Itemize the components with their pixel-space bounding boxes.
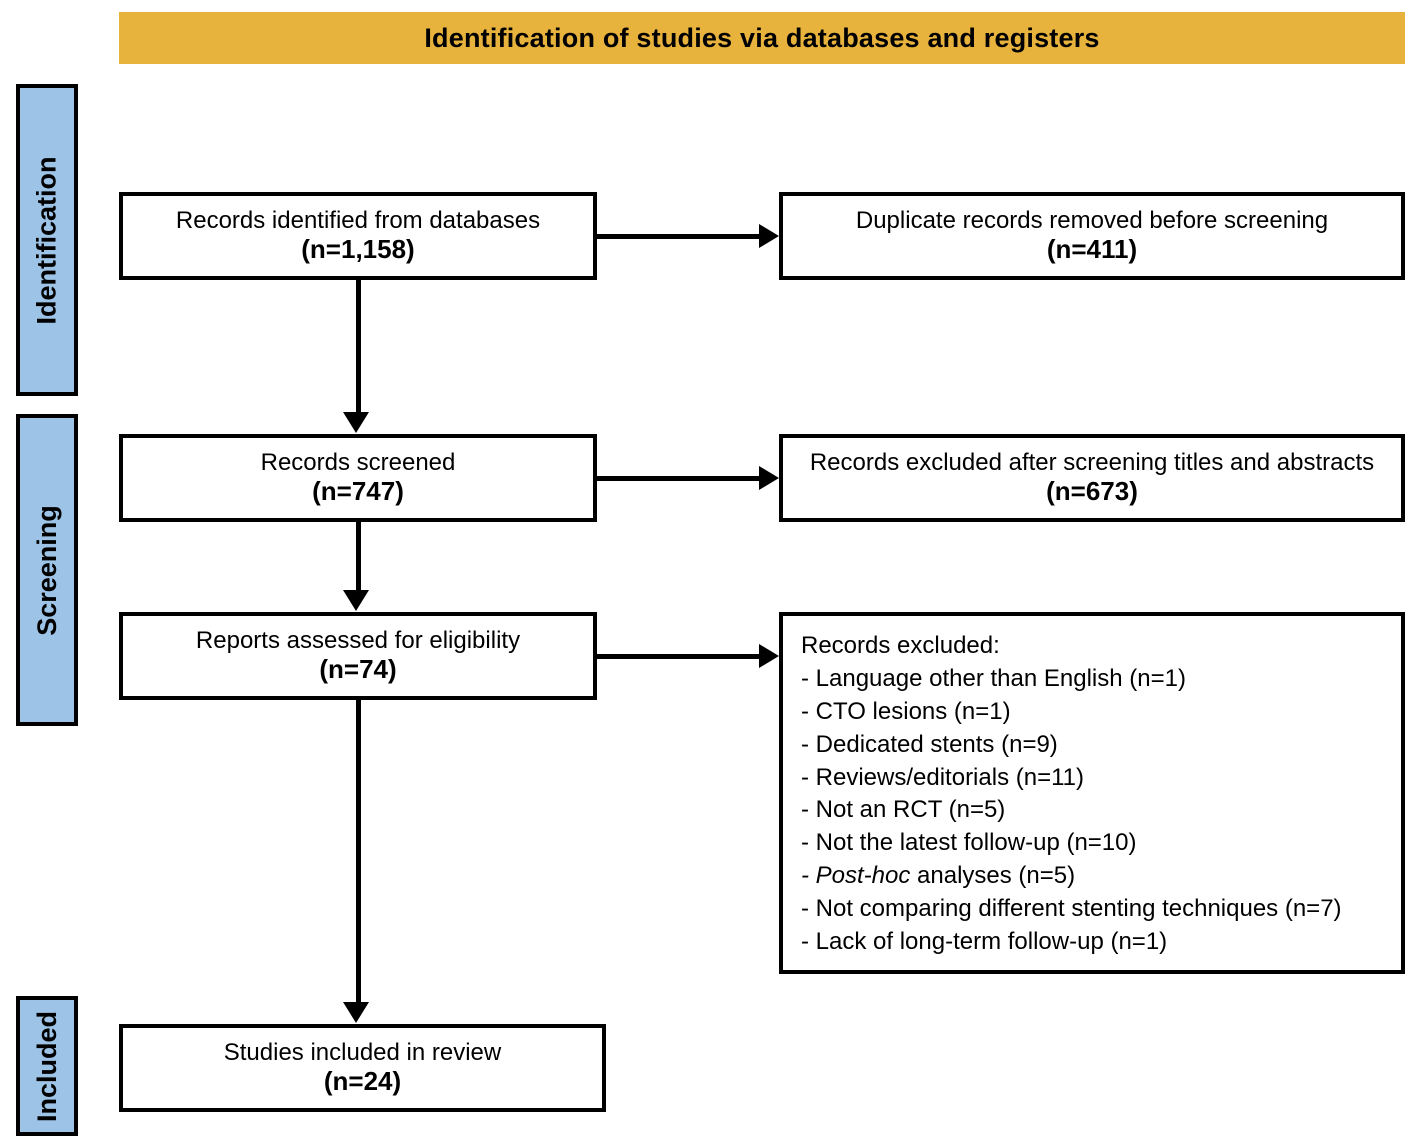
exclusion-reason-item: - Dedicated stents (n=9) bbox=[801, 729, 1058, 762]
flow-box-records-screened: Records screened (n=747) bbox=[119, 434, 597, 522]
arrow-down-icon bbox=[343, 1002, 369, 1023]
connector-eligibility-to-exclusions bbox=[597, 654, 759, 659]
exclusion-reason-item: - CTO lesions (n=1) bbox=[801, 696, 1011, 729]
records-identified-count: (n=1,158) bbox=[301, 233, 415, 264]
arrow-right-icon bbox=[759, 466, 779, 490]
exclusion-reason-text: - Dedicated stents (n=9) bbox=[801, 730, 1058, 758]
exclusion-reason-text: - Not the latest follow-up (n=10) bbox=[801, 829, 1137, 857]
arrow-right-icon bbox=[759, 644, 779, 668]
exclusion-reasons-heading: Records excluded: bbox=[801, 632, 1000, 659]
stage-band-screening: Screening bbox=[16, 414, 78, 726]
stage-band-included: Included bbox=[16, 996, 78, 1136]
arrow-down-icon bbox=[343, 590, 369, 611]
flow-box-reports-assessed-eligibility: Reports assessed for eligibility (n=74) bbox=[119, 612, 597, 700]
records-excluded-screening-count: (n=673) bbox=[1046, 475, 1138, 506]
exclusion-reason-item: - Reviews/editorials (n=11) bbox=[801, 762, 1084, 795]
studies-included-count: (n=24) bbox=[323, 1065, 402, 1096]
stage-label-included: Included bbox=[31, 1010, 62, 1122]
exclusion-reason-item: - Lack of long-term follow-up (n=1) bbox=[801, 926, 1167, 959]
flow-box-records-excluded-screening: Records excluded after screening titles … bbox=[779, 434, 1405, 522]
duplicates-removed-count: (n=411) bbox=[1046, 233, 1138, 264]
connector-eligibility-to-included bbox=[356, 700, 361, 1002]
stage-band-identification: Identification bbox=[16, 84, 78, 396]
records-identified-label: Records identified from databases bbox=[175, 207, 541, 234]
records-screened-label: Records screened bbox=[260, 449, 456, 476]
stage-label-screening: Screening bbox=[31, 504, 62, 636]
flow-box-duplicates-removed: Duplicate records removed before screeni… bbox=[779, 192, 1405, 280]
duplicates-removed-label: Duplicate records removed before screeni… bbox=[855, 207, 1329, 234]
page-title: Identification of studies via databases … bbox=[424, 22, 1100, 53]
exclusion-reason-text: - Not an RCT (n=5) bbox=[801, 796, 1006, 824]
connector-screened-to-eligibility bbox=[356, 522, 361, 590]
reports-assessed-count: (n=74) bbox=[319, 653, 397, 684]
connector-identified-to-duplicates bbox=[597, 234, 759, 239]
exclusion-reason-item: - Not comparing different stenting techn… bbox=[801, 893, 1342, 926]
exclusion-reason-text: - Not comparing different stenting techn… bbox=[801, 895, 1342, 922]
records-screened-count: (n=747) bbox=[312, 475, 404, 506]
exclusion-reason-item: - Not an RCT (n=5) bbox=[801, 794, 1005, 827]
stage-label-identification: Identification bbox=[31, 156, 62, 324]
exclusion-reason-item: - Not the latest follow-up (n=10) bbox=[801, 827, 1137, 860]
flow-box-exclusion-reasons: Records excluded: - Language other than … bbox=[779, 612, 1405, 974]
exclusion-reason-item: - Post-hoc analyses (n=5) bbox=[801, 860, 1075, 893]
exclusion-reason-text: - Lack of long-term follow-up (n=1) bbox=[801, 927, 1168, 955]
exclusion-reason-italic: - Post-hoc bbox=[801, 862, 911, 890]
reports-assessed-label: Reports assessed for eligibility bbox=[195, 627, 521, 654]
exclusion-reason-text: - Language other than English (n=1) bbox=[801, 664, 1186, 692]
studies-included-label: Studies included in review bbox=[223, 1039, 502, 1066]
connector-screened-to-excluded bbox=[597, 476, 759, 481]
exclusion-reason-text: - Reviews/editorials (n=11) bbox=[801, 763, 1084, 791]
arrow-down-icon bbox=[343, 412, 369, 433]
exclusion-reason-item: - Language other than English (n=1) bbox=[801, 663, 1186, 696]
arrow-right-icon bbox=[759, 224, 779, 248]
diagram-header-band: Identification of studies via databases … bbox=[119, 12, 1405, 64]
flow-box-records-identified: Records identified from databases (n=1,1… bbox=[119, 192, 597, 280]
flow-box-studies-included: Studies included in review (n=24) bbox=[119, 1024, 606, 1112]
exclusion-reason-text: analyses (n=5) bbox=[910, 862, 1076, 890]
records-excluded-screening-label: Records excluded after screening titles … bbox=[809, 449, 1375, 476]
exclusion-reason-text: - CTO lesions (n=1) bbox=[801, 697, 1011, 725]
connector-identified-to-screened bbox=[356, 280, 361, 412]
